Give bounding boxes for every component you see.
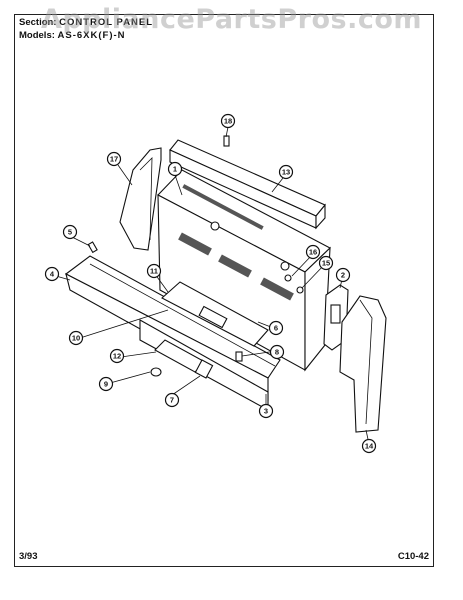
svg-text:18: 18 xyxy=(224,117,232,126)
callout-5: 5 xyxy=(62,224,78,240)
svg-text:12: 12 xyxy=(113,352,121,361)
part-right-end-cap xyxy=(339,295,387,433)
callout-11: 11 xyxy=(146,263,162,279)
callout-18: 18 xyxy=(220,113,236,129)
svg-text:4: 4 xyxy=(50,270,55,279)
section-line: Section: CONTROL PANEL xyxy=(19,17,153,28)
svg-text:3: 3 xyxy=(264,407,268,416)
part-small-clip xyxy=(235,351,243,362)
svg-text:2: 2 xyxy=(341,271,345,280)
callout-17: 17 xyxy=(106,151,122,167)
leader-lines xyxy=(55,126,370,445)
watermark-text: AppliancePartsPros.com xyxy=(40,4,423,35)
callout-1: 1 xyxy=(167,161,183,177)
callout-8: 8 xyxy=(269,344,285,360)
callout-2: 2 xyxy=(335,267,351,283)
callout-13: 13 xyxy=(278,164,294,180)
section-label: Section: xyxy=(19,17,57,28)
callout-6: 6 xyxy=(268,320,284,336)
callout-15: 15 xyxy=(318,255,334,271)
part-left-end-cap xyxy=(119,147,162,251)
part-frame-screws xyxy=(284,274,304,294)
parts-diagram-sheet: Section: CONTROL PANEL Models: AS-6XK(F)… xyxy=(14,14,434,567)
svg-text:11: 11 xyxy=(150,267,158,276)
callout-7: 7 xyxy=(164,392,180,408)
svg-text:16: 16 xyxy=(309,248,317,257)
footer-page-code: C10-42 xyxy=(397,551,429,562)
svg-text:14: 14 xyxy=(365,442,374,451)
svg-text:6: 6 xyxy=(274,324,278,333)
part-knob xyxy=(150,367,162,377)
footer-date: 3/93 xyxy=(19,551,38,562)
models-label: Models: xyxy=(19,30,55,41)
svg-text:1: 1 xyxy=(173,165,177,174)
svg-text:10: 10 xyxy=(72,334,80,343)
svg-text:8: 8 xyxy=(275,348,279,357)
part-screw-top xyxy=(223,135,230,147)
svg-text:15: 15 xyxy=(322,259,330,268)
callout-9: 9 xyxy=(98,376,114,392)
callout-4: 4 xyxy=(44,266,60,282)
models-line: Models: AS-6XK(F)-N xyxy=(19,30,126,41)
part-panel-backing xyxy=(161,281,269,347)
svg-text:9: 9 xyxy=(104,380,108,389)
svg-text:17: 17 xyxy=(110,155,118,164)
part-switch xyxy=(194,359,214,379)
models-value: AS-6XK(F)-N xyxy=(57,30,126,41)
callout-14: 14 xyxy=(361,438,377,454)
section-value: CONTROL PANEL xyxy=(59,17,154,28)
callout-10: 10 xyxy=(68,330,84,346)
callout-16: 16 xyxy=(305,244,321,260)
svg-text:7: 7 xyxy=(170,396,174,405)
part-rear-frame xyxy=(157,169,331,372)
part-top-trim-bar xyxy=(169,139,326,230)
callout-12: 12 xyxy=(109,348,125,364)
svg-text:5: 5 xyxy=(68,228,72,237)
part-screw-left xyxy=(87,241,98,254)
callout-3: 3 xyxy=(258,403,274,419)
svg-text:13: 13 xyxy=(282,168,290,177)
